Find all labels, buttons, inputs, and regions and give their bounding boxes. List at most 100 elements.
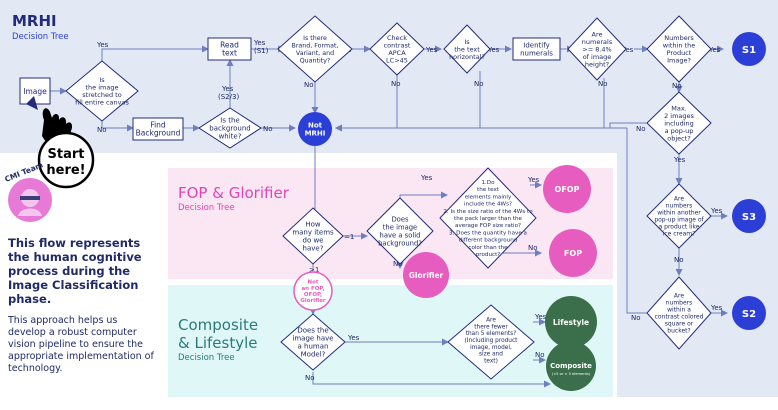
mrhi-title: MRHI xyxy=(12,12,57,30)
edge-yes-fop: Yes xyxy=(527,176,540,184)
brand-text-line: Brand, Format, xyxy=(292,42,339,49)
lifestyle-label: Lifestyle xyxy=(553,318,589,327)
horizontal-text-line: the text xyxy=(454,45,480,53)
fewer5-decision xyxy=(447,304,535,380)
find-background-label-line: Background xyxy=(136,129,181,138)
not-fop-text-line: Not xyxy=(307,280,318,286)
fop-criteria-text-line: product? xyxy=(476,252,501,258)
edge-eq1: =1 xyxy=(344,233,354,241)
mrhi-zone-right xyxy=(617,0,778,397)
numbers-product-text-line: within the xyxy=(663,42,695,50)
solid-bg-text-line: Does xyxy=(391,215,409,223)
edge-yes-max2: Yes xyxy=(673,156,686,164)
max2-text-line: Max. xyxy=(671,104,687,112)
edge-yes-numerals: Yes xyxy=(621,46,634,54)
numbers-product-text-line: Image? xyxy=(667,57,691,65)
within-popup-text-line: a product like xyxy=(659,224,700,231)
edge-yes-stretched: Yes xyxy=(96,41,109,49)
bg-white-decision xyxy=(198,107,262,149)
within-popup-text-line: within another xyxy=(657,210,701,217)
edge-yes-product: Yes xyxy=(708,46,721,54)
bg-white-text-line: background xyxy=(209,124,250,132)
start-line1: Start xyxy=(48,147,85,162)
fewer5-text-line: than 5 elements? xyxy=(466,331,517,337)
avatar-body xyxy=(18,208,42,216)
not-mrhi-text-line: MRHI xyxy=(305,129,326,137)
not-fop-node xyxy=(293,271,333,311)
max2-text-line: object? xyxy=(667,134,690,142)
edge-yes-fewer: Yes xyxy=(534,313,547,321)
human-model-text-line: image have xyxy=(292,334,333,342)
composite-title-line2: & Lifestyle xyxy=(178,334,257,352)
fewer5-text-line: image, model, xyxy=(470,345,512,351)
horizontal-text-line: Is xyxy=(464,38,470,46)
horizontal-text-line: horizontal? xyxy=(449,53,485,61)
within-colored-text-line: within a xyxy=(667,307,691,314)
fop-criteria-text-line: include the 4Ws? xyxy=(464,202,512,208)
image-label: Image xyxy=(23,87,47,96)
stretched-text-line: fill entire canvas xyxy=(75,99,129,107)
edge-no-horizontal: No xyxy=(474,80,484,88)
s1-label: S1 xyxy=(742,45,756,56)
within-colored-text-line: numbers xyxy=(666,300,693,307)
edge-s23: (S2/3) xyxy=(218,93,239,101)
side-title: This flow represents the human cognitive… xyxy=(8,236,142,306)
avatar-glasses-icon xyxy=(20,196,40,200)
not-mrhi-node xyxy=(298,112,332,146)
not-fop-text-line: an FOP, xyxy=(301,286,324,292)
edge-yes-contrast: Yes xyxy=(425,46,438,54)
edge-yes-popup: Yes xyxy=(710,207,723,215)
fop-criteria-decision xyxy=(439,167,537,269)
edge-yes-read: Yes xyxy=(253,39,266,47)
s3-node xyxy=(732,199,766,233)
stretched-text-line: Is xyxy=(99,76,105,84)
edge-yes-solid: Yes xyxy=(420,174,433,182)
numerals-height-text-line: >= 8.4% xyxy=(582,45,611,53)
edge-no-fop: No xyxy=(528,244,538,252)
stretched-decision xyxy=(65,60,139,122)
not-fop-text-line: OFOP, xyxy=(304,292,322,298)
edge-yes-horizontal: Yes xyxy=(487,46,500,54)
edge-yes-bg-white: Yes xyxy=(221,85,234,93)
read-text-label-line: text xyxy=(222,49,237,58)
within-popup-text-line: Are xyxy=(674,196,684,203)
how-many-text-line: many items xyxy=(292,228,334,236)
within-colored-text-line: Are xyxy=(674,293,684,300)
fop-criteria-text-line: different background xyxy=(459,238,518,244)
numerals-height-text-line: numerals xyxy=(582,38,613,46)
contrast-text-line: contrast xyxy=(384,42,411,50)
glorifier-label: Glorifier xyxy=(409,271,444,280)
how-many-text-line: have? xyxy=(303,244,324,252)
s3-label: S3 xyxy=(742,212,756,223)
s2-label: S2 xyxy=(742,309,756,320)
edge-no-product: No xyxy=(672,82,682,90)
fop-criteria-text-line: the pack larger than the xyxy=(454,216,523,222)
fewer5-text-line: text) xyxy=(484,358,498,364)
edge-no-fewer: No xyxy=(535,351,545,359)
composite-zone xyxy=(168,285,613,397)
fop-criteria-text-line: color than the xyxy=(468,245,508,251)
numerals-height-text-line: height? xyxy=(585,60,609,68)
within-colored-text-line: contrast colored xyxy=(655,314,704,321)
composite-subtitle: Decision Tree xyxy=(178,353,235,363)
max2-text-line: a pop-up xyxy=(665,127,694,135)
glorifier-node xyxy=(403,252,449,298)
identify-numerals-label-line: Identify xyxy=(523,41,549,49)
composite-sublabel: (<5 or > 5 elements) xyxy=(552,372,591,376)
bg-white-text-line: white? xyxy=(219,132,242,140)
within-colored-text-line: square or xyxy=(665,321,694,328)
s2-node xyxy=(732,296,766,330)
how-many-decision xyxy=(282,207,344,265)
